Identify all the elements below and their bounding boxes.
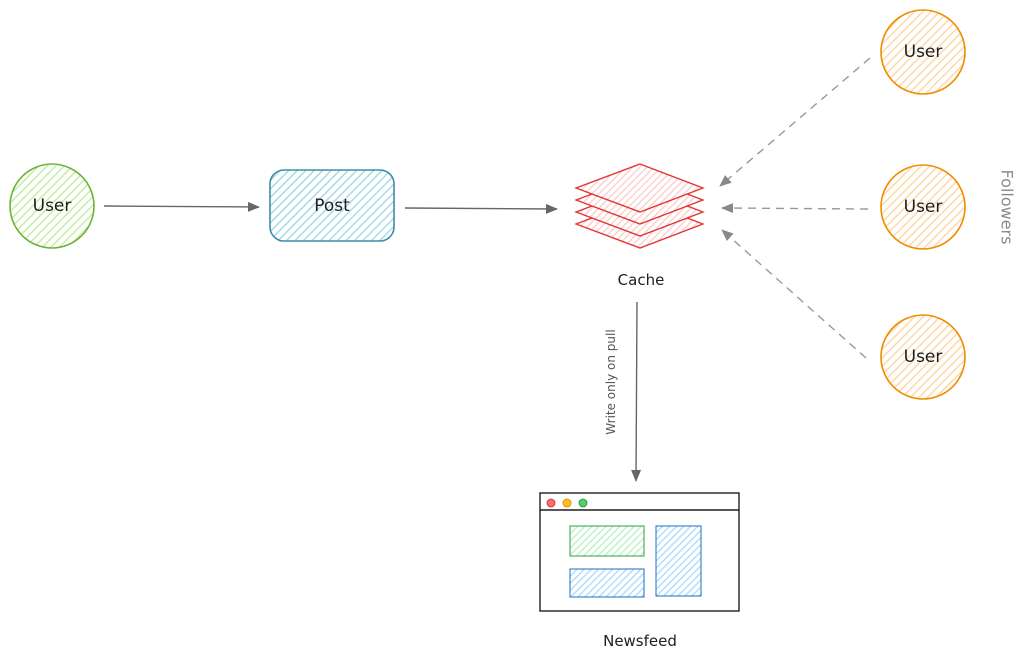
newsfeed-browser-window [539,492,740,612]
window-minimize-dot [562,498,572,508]
author-user-label: User [33,196,72,216]
feed-panel-side [655,525,702,597]
newsfeed-label: Newsfeed [603,632,677,650]
follower-user-node: User [880,9,966,95]
follower-user-label: User [904,42,943,62]
follower-to-cache-arrow [719,57,871,187]
follower-user-node: User [880,314,966,400]
post-label: Post [314,196,350,216]
followers-group-label: Followers [998,170,1017,245]
window-maximize-dot [578,498,588,508]
follower-user-label: User [904,197,943,217]
feed-panel-top [569,525,645,557]
follower-to-cache-arrow [721,203,869,214]
cache-to-newsfeed-edge-label: Write only on pull [604,329,618,434]
cache-layers-icon [574,163,705,249]
post-node: Post [269,169,395,242]
follower-user-label: User [904,347,943,367]
cache-to-newsfeed-arrow [631,301,642,482]
follower-user-node: User [880,164,966,250]
window-close-dot [546,498,556,508]
follower-to-cache-arrow [721,229,867,359]
post-to-cache-arrow [404,203,558,214]
cache-label: Cache [618,271,665,289]
author-to-post-arrow [103,201,260,212]
feed-panel-bottom [569,568,645,598]
author-user-node: User [9,163,95,249]
